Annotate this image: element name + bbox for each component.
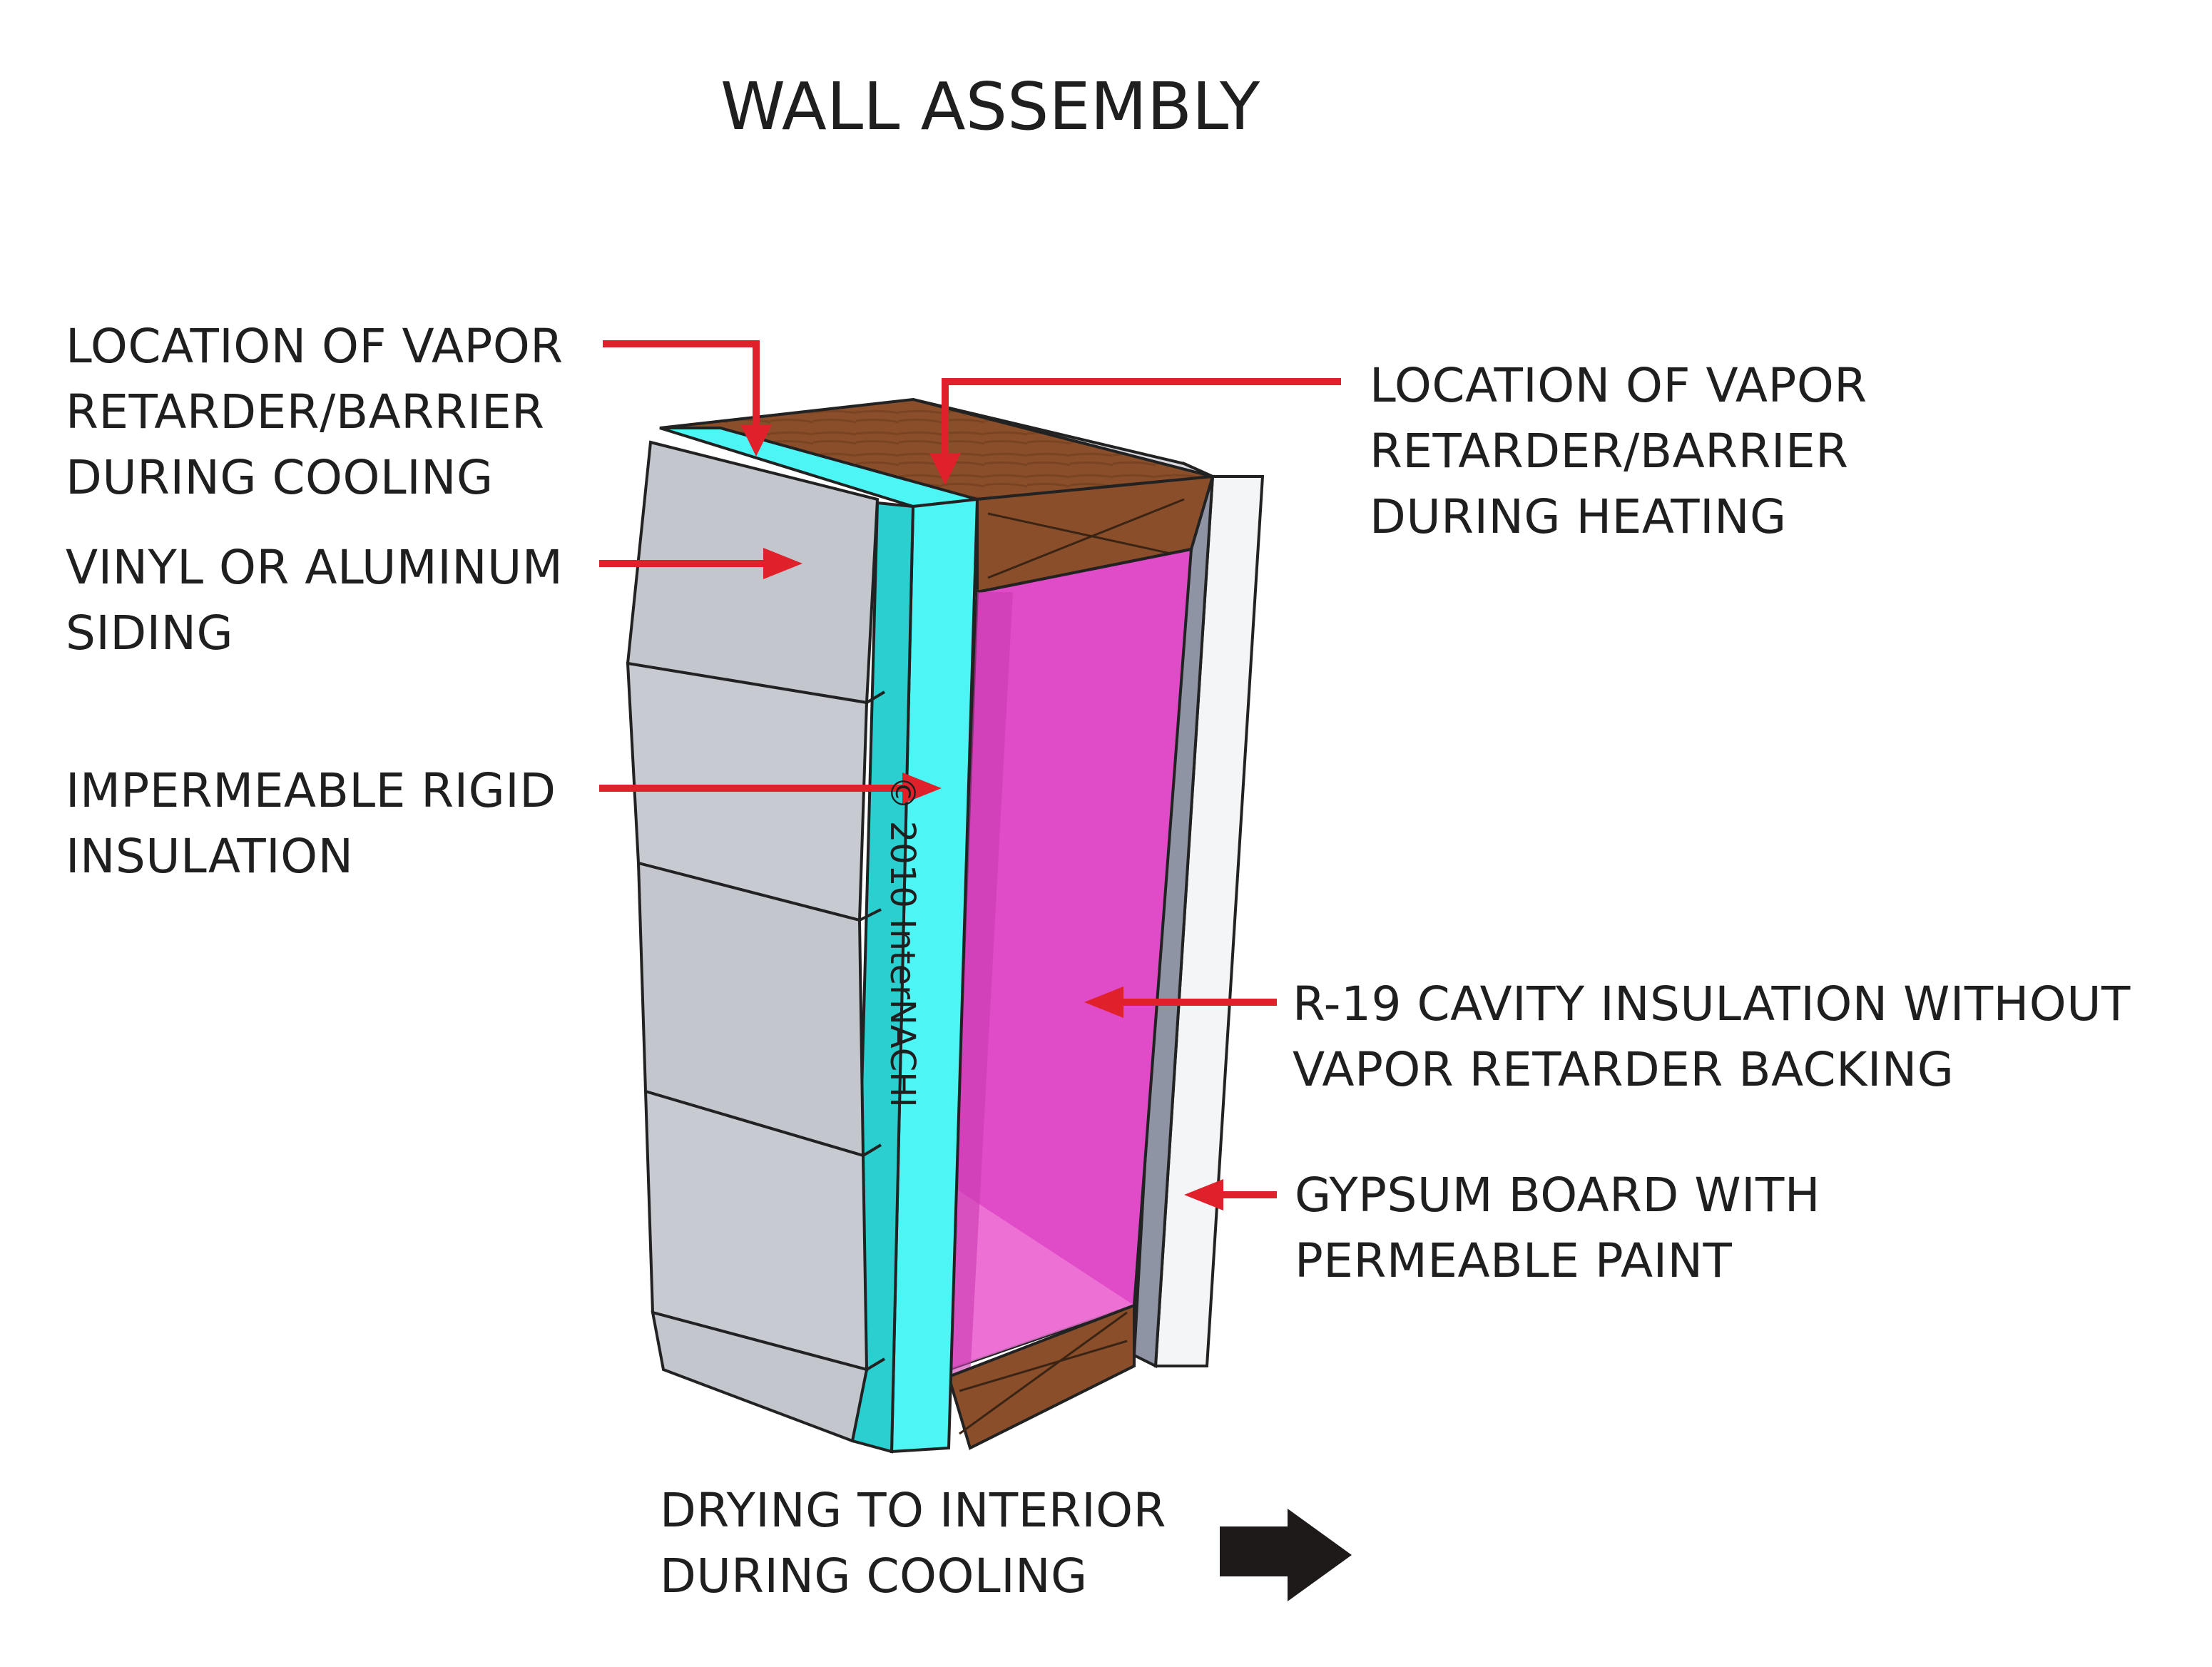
label-line: DURING COOLING — [660, 1549, 1088, 1604]
label-line: VINYL OR ALUMINUM — [66, 540, 564, 595]
label-vapor-cooling: LOCATION OF VAPOR RETARDER/BARRIER DURIN… — [66, 314, 564, 511]
label-siding: VINYL OR ALUMINUM SIDING — [66, 535, 563, 666]
label-line: RETARDER/BARRIER — [1370, 424, 1849, 479]
arrow-cavity-head — [1084, 987, 1123, 1018]
label-line: LOCATION OF VAPOR — [1370, 358, 1867, 413]
page-title: WALL ASSEMBLY — [720, 68, 1260, 145]
drying-direction-arrow — [1220, 1509, 1352, 1601]
arrow-vapor-cooling — [603, 340, 760, 428]
arrow-vapor-cooling-head — [740, 424, 772, 457]
rigid-insulation — [659, 427, 979, 1454]
label-line: R-19 CAVITY INSULATION WITHOUT — [1293, 977, 2131, 1031]
label-rigid-insulation: IMPERMEABLE RIGID INSULATION — [66, 758, 556, 889]
arrow-rigid-head — [902, 773, 942, 804]
bottom-plate — [947, 1303, 1136, 1450]
leader-arrows — [599, 340, 1341, 1210]
label-line: IMPERMEABLE RIGID — [66, 763, 556, 818]
siding — [626, 440, 886, 1443]
label-cavity-insulation: R-19 CAVITY INSULATION WITHOUT VAPOR RET… — [1293, 972, 2131, 1103]
label-line: PERMEABLE PAINT — [1295, 1233, 1733, 1288]
arrow-siding-head — [763, 548, 802, 579]
top-plate — [659, 397, 1215, 594]
label-line: DURING COOLING — [66, 450, 494, 505]
label-line: GYPSUM BOARD WITH — [1295, 1168, 1820, 1223]
arrow-gypsum-head — [1184, 1179, 1223, 1210]
label-vapor-heating: LOCATION OF VAPOR RETARDER/BARRIER DURIN… — [1370, 353, 1867, 550]
label-line: DURING HEATING — [1370, 489, 1787, 544]
label-line: RETARDER/BARRIER — [66, 384, 545, 439]
label-drying: DRYING TO INTERIOR DURING COOLING — [660, 1478, 1166, 1609]
label-line: LOCATION OF VAPOR — [66, 319, 564, 374]
label-line: DRYING TO INTERIOR — [660, 1483, 1166, 1538]
copyright-text: © 2010 InterNACHI — [882, 775, 922, 1108]
label-line: VAPOR RETARDER BACKING — [1293, 1042, 1954, 1097]
label-line: INSULATION — [66, 829, 354, 884]
label-gypsum-board: GYPSUM BOARD WITH PERMEABLE PAINT — [1295, 1163, 1820, 1294]
label-line: SIDING — [66, 606, 234, 661]
arrow-vapor-heating — [942, 378, 1341, 457]
arrow-vapor-heating-head — [929, 453, 961, 485]
